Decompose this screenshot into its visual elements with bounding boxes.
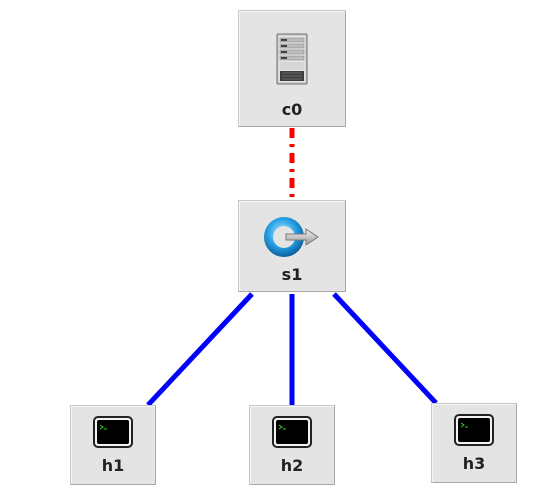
node-label-h1: h1 [101,456,125,475]
link-s1-h1[interactable] [146,292,254,407]
host-node-h3[interactable]: h3 [431,403,517,483]
switch-node-s1[interactable]: s1 [238,200,346,292]
controller-node-c0[interactable]: c0 [238,10,346,127]
host-node-h2[interactable]: h2 [249,405,335,485]
server-icon [276,33,308,89]
node-label-s1: s1 [281,265,303,284]
switch-icon [262,215,322,263]
terminal-icon [93,416,133,452]
terminal-icon [454,414,494,450]
link-s1-h3[interactable] [332,292,438,405]
host-node-h1[interactable]: h1 [70,405,156,485]
node-label-h2: h2 [280,456,304,475]
node-label-c0: c0 [281,100,303,119]
terminal-icon [272,416,312,452]
node-label-h3: h3 [462,454,486,473]
